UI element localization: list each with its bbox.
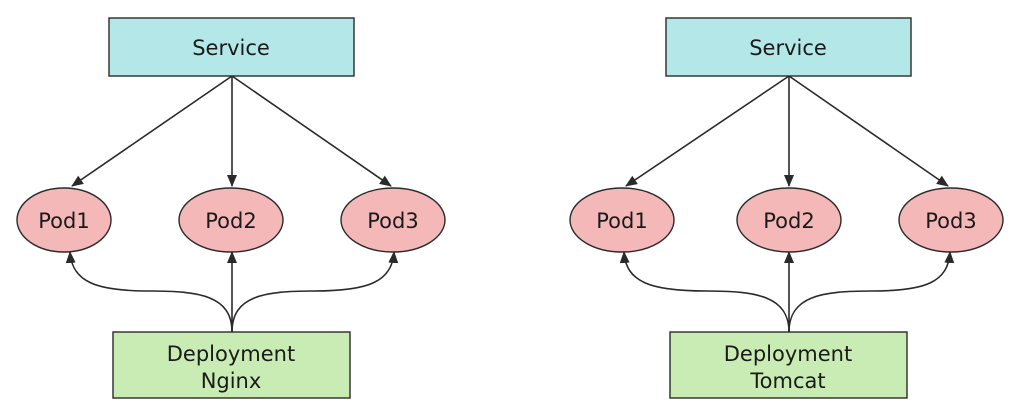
deployment-label-line1: Deployment bbox=[724, 342, 852, 366]
pod1-ellipse bbox=[16, 187, 112, 253]
service-label: Service bbox=[749, 36, 827, 60]
pod3-ellipse bbox=[898, 187, 1004, 253]
deployment-node: Deployment Tomcat bbox=[669, 331, 908, 399]
pod1-ellipse bbox=[569, 187, 675, 253]
deployment-to-pod1-arrow bbox=[619, 251, 790, 333]
pod1-node: Pod1 bbox=[569, 187, 675, 253]
service-label: Service bbox=[192, 36, 270, 60]
service-box bbox=[665, 17, 912, 77]
pod2-ellipse bbox=[736, 187, 842, 253]
pod2-ellipse bbox=[178, 187, 284, 253]
diagram-nginx: Service Pod1 Pod2 Pod3 Deployment Nginx bbox=[16, 17, 446, 399]
service-to-pod3-arrow bbox=[231, 75, 392, 187]
deployment-to-pod1-arrow bbox=[65, 251, 233, 333]
deployment-to-pod3-arrow bbox=[788, 251, 955, 333]
service-node: Service bbox=[108, 17, 355, 77]
pod1-label: Pod1 bbox=[596, 209, 647, 233]
pod2-node: Pod2 bbox=[736, 187, 842, 253]
pod3-node: Pod3 bbox=[898, 187, 1004, 253]
service-box bbox=[108, 17, 355, 77]
deployment-label-line2: Tomcat bbox=[749, 369, 825, 393]
pod1-label: Pod1 bbox=[38, 209, 89, 233]
pod3-ellipse bbox=[340, 187, 446, 253]
service-node: Service bbox=[665, 17, 912, 77]
deployment-label-line2: Nginx bbox=[201, 369, 262, 393]
deployment-box bbox=[669, 331, 908, 399]
service-to-pod3-arrow bbox=[788, 75, 949, 187]
deployment-to-pod3-arrow bbox=[231, 251, 399, 333]
pod2-label: Pod2 bbox=[205, 209, 256, 233]
pod3-label: Pod3 bbox=[925, 209, 976, 233]
service-to-pod1-arrow bbox=[71, 75, 233, 187]
deployment-label-line1: Deployment bbox=[167, 342, 295, 366]
deployment-box bbox=[112, 331, 351, 399]
pod2-node: Pod2 bbox=[178, 187, 284, 253]
pod3-label: Pod3 bbox=[367, 209, 418, 233]
service-to-pod1-arrow bbox=[625, 75, 790, 187]
pod2-label: Pod2 bbox=[763, 209, 814, 233]
diagram-tomcat: Service Pod1 Pod2 Pod3 Deployment Tomcat bbox=[569, 17, 1004, 399]
deployment-node: Deployment Nginx bbox=[112, 331, 351, 399]
pod3-node: Pod3 bbox=[340, 187, 446, 253]
pod1-node: Pod1 bbox=[16, 187, 112, 253]
